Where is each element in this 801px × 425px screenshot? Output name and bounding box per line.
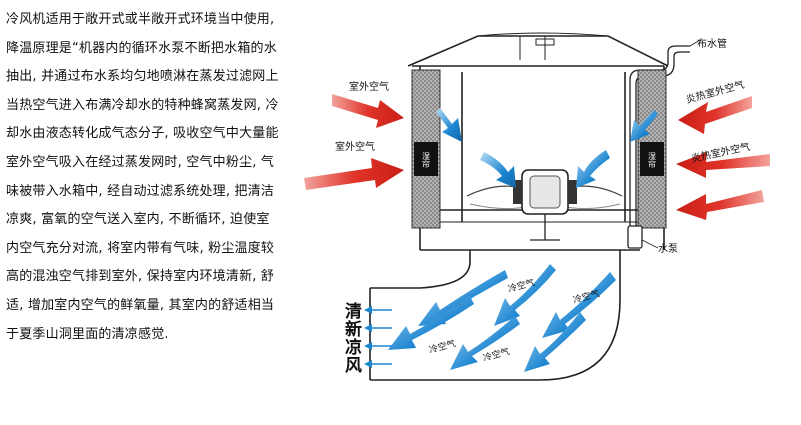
label-water-pump: 水泵 [658, 243, 678, 255]
description-line: 室外空气吸入在经过蒸发网时, 空气中粉尘, 气 [6, 154, 275, 170]
description-line: 却水由液态转化成气态分子, 吸收空气中大量能 [6, 126, 279, 142]
description-line: 冷风机适用于敞开式或半敞开式环境当中使用, [6, 12, 275, 27]
description-line: 于夏季山洞里面的清凉感觉. [6, 326, 169, 342]
cool-air-arrows-duct [388, 264, 616, 372]
pad-label-right: 湿帘 [648, 152, 657, 169]
label-fresh-cool-wind: 清新凉风 [341, 301, 362, 374]
label-outdoor-air-top: 室外空气 [349, 80, 389, 93]
description-line: 高的混浊空气排到室外, 保持室内环境清新, 舒 [6, 269, 275, 285]
description-text: 冷风机适用于敞开式或半敞开式环境当中使用, 降温原理是“机器内的循环水泵不断把水箱… [6, 6, 336, 349]
water-pump [627, 225, 659, 249]
hot-air-arrows-right [676, 96, 770, 220]
description-line: 适, 增加室内空气的鲜氧量, 其室内的舒适相当 [6, 297, 275, 313]
label-cold-air-4: 冷空气 [482, 345, 511, 364]
description-line: 降温原理是“机器内的循环水泵不断把水箱的水 [6, 40, 277, 56]
cool-air-arrows-inner [436, 108, 658, 188]
pad-band-left [414, 142, 438, 176]
label-water-pipe: 布水管 [697, 37, 727, 50]
description-line: 凉爽, 富氧的空气送入室内, 不断循环, 迫使室 [6, 212, 270, 228]
description-line: 味被带入水箱中, 经自动过滤系统处理, 把清洁 [6, 183, 275, 199]
hot-air-arrows-left [304, 94, 404, 190]
fan-motor [466, 169, 623, 241]
outflow-arrows [364, 306, 392, 368]
pad-band-right [640, 142, 664, 176]
pad-label-left: 湿帘 [422, 152, 431, 169]
description-line: 当热空气进入布满冷却水的特种蜂窝蒸发网, 冷 [6, 97, 279, 113]
label-outdoor-air-left: 室外空气 [335, 140, 375, 153]
cooler-housing [407, 32, 669, 251]
description-line: 抽出, 并通过布水系均匀地喷淋在蒸发过滤网上 [6, 69, 279, 85]
description-line: 内空气充分对流, 将室内带有气味, 粉尘温度较 [6, 240, 275, 256]
label-cold-air-3: 冷空气 [428, 337, 457, 356]
